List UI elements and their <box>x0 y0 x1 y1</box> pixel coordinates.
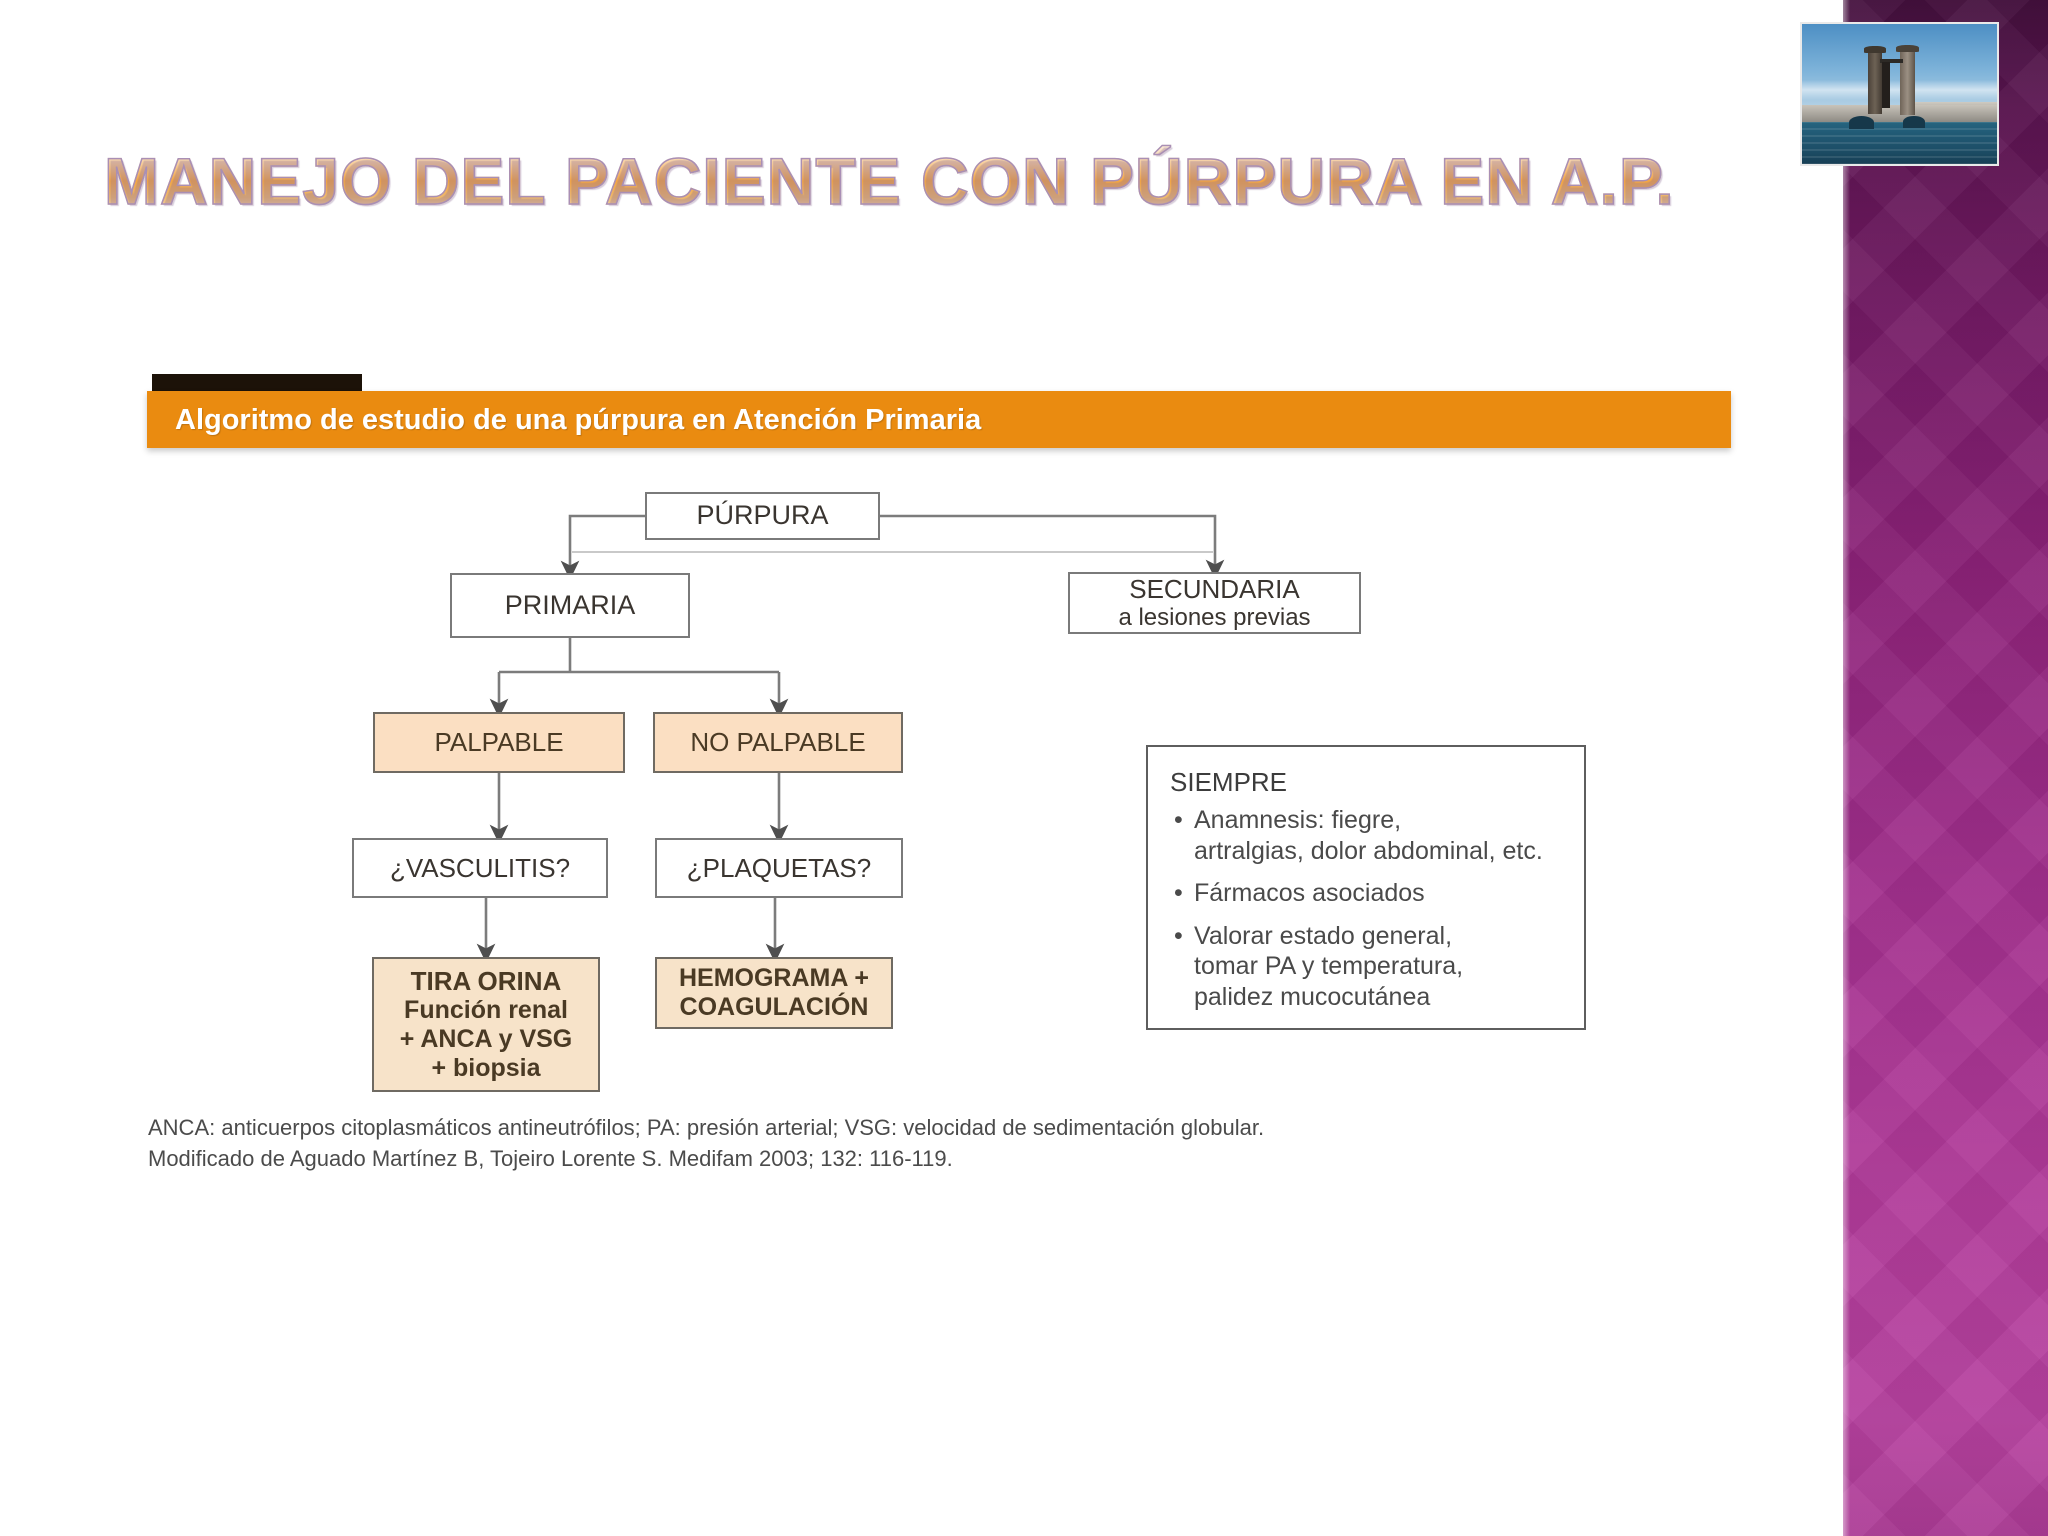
footnote: ANCA: anticuerpos citoplasmáticos antine… <box>148 1112 1648 1174</box>
flow-node-primaria-label: PRIMARIA <box>504 589 636 620</box>
siempre-note-box: SIEMPRE Anamnesis: fiegre, artralgias, d… <box>1146 745 1586 1030</box>
flow-node-plaquetas-label: ¿PLAQUETAS? <box>686 852 872 883</box>
photo-stone-pillar-left <box>1868 52 1882 114</box>
flow-node-tira-orina-line1: TIRA ORINA <box>410 965 562 996</box>
flow-node-vasculitis-label: ¿VASCULITIS? <box>389 852 571 883</box>
photo-pier-arch-left <box>1848 116 1875 129</box>
siempre-list: Anamnesis: fiegre, artralgias, dolor abd… <box>1170 805 1562 1012</box>
section-header-bar: Algoritmo de estudio de una púrpura en A… <box>147 391 1731 448</box>
flow-node-secundaria-sublabel: a lesiones previas <box>1118 604 1311 632</box>
flow-node-palpable-label: PALPABLE <box>434 727 564 758</box>
flow-node-tira-orina-line3: + ANCA y VSG <box>399 1025 573 1054</box>
footnote-source: Modificado de Aguado Martínez B, Tojeiro… <box>148 1146 953 1172</box>
flow-node-palpable: PALPABLE <box>373 712 625 773</box>
list-item: Anamnesis: fiegre, artralgias, dolor abd… <box>1170 805 1562 866</box>
flow-node-secundaria-label: SECUNDARIA <box>1129 574 1300 604</box>
flow-node-hemograma: HEMOGRAMA + COAGULACIÓN <box>655 957 893 1029</box>
list-item: Valorar estado general, tomar PA y tempe… <box>1170 921 1562 1013</box>
photo-pier-arch-right <box>1903 116 1925 128</box>
section-header-label: Algoritmo de estudio de una púrpura en A… <box>175 404 982 436</box>
flow-node-tira-orina-line4: + biopsia <box>431 1054 541 1083</box>
photo-stone-pillar-right <box>1899 50 1916 115</box>
photo-sea-shimmer <box>1802 113 1997 164</box>
list-item: Fármacos asociados <box>1170 878 1562 909</box>
flow-node-no-palpable: NO PALPABLE <box>653 712 903 773</box>
photo-dark-post <box>1881 61 1890 108</box>
flow-node-tira-orina: TIRA ORINA Función renal + ANCA y VSG + … <box>372 957 600 1092</box>
photo-pillar-cap-right <box>1895 45 1919 52</box>
flow-node-purpura: PÚRPURA <box>645 492 880 540</box>
footnote-abbreviations: ANCA: anticuerpos citoplasmáticos antine… <box>148 1115 1265 1140</box>
purple-side-band <box>1843 0 2048 1536</box>
flow-node-no-palpable-label: NO PALPABLE <box>690 727 866 758</box>
purple-band-texture <box>1843 0 2048 1536</box>
photo-pillar-cap-left <box>1864 46 1886 54</box>
purple-band-edge-highlight <box>1843 0 1850 1536</box>
flow-node-purpura-label: PÚRPURA <box>696 500 829 531</box>
photo-pillar-crossbar <box>1880 59 1904 64</box>
flow-node-primaria: PRIMARIA <box>450 573 690 638</box>
page-title: MANEJO DEL PACIENTE CON PÚRPURA EN A.P. <box>103 143 1744 219</box>
flow-node-vasculitis: ¿VASCULITIS? <box>352 838 608 898</box>
section-header-tab <box>152 374 362 391</box>
coastal-pier-photo <box>1800 22 1999 166</box>
flow-node-hemograma-line2: COAGULACIÓN <box>679 993 869 1021</box>
siempre-title: SIEMPRE <box>1170 767 1288 797</box>
flow-node-secundaria: SECUNDARIA a lesiones previas <box>1068 572 1361 634</box>
flow-node-plaquetas: ¿PLAQUETAS? <box>655 838 903 898</box>
flow-node-hemograma-line1: HEMOGRAMA + <box>678 964 870 992</box>
flow-node-tira-orina-line2: Función renal <box>404 996 568 1025</box>
